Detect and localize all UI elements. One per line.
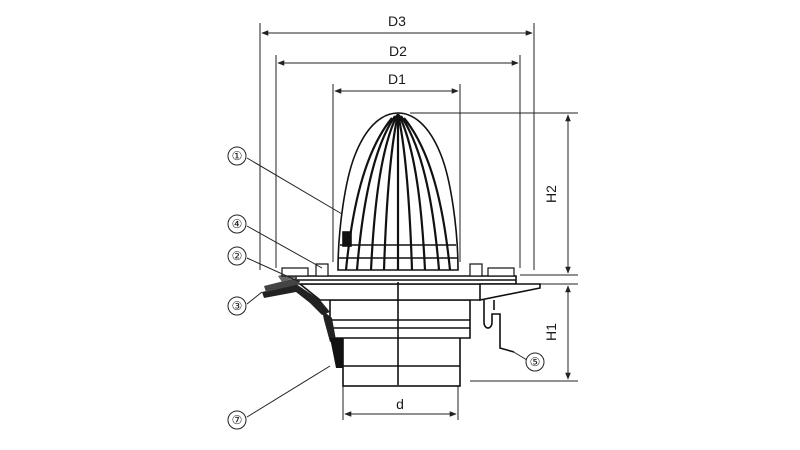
callout-1: ① xyxy=(227,146,247,166)
callout-7-label: ⑦ xyxy=(232,413,243,427)
callout-5: ⑤ xyxy=(525,352,545,372)
dim-label-d1: D1 xyxy=(388,71,406,87)
dim-label-d3: D3 xyxy=(388,13,406,29)
dim-label-d: d xyxy=(396,396,404,412)
callout-1-label: ① xyxy=(232,149,243,163)
extension-lines xyxy=(259,23,578,420)
dim-label-h1: H1 xyxy=(543,323,559,341)
callout-7: ⑦ xyxy=(227,410,247,430)
drain-body xyxy=(295,275,541,387)
dimension-lines xyxy=(261,30,571,417)
dim-label-h2: H2 xyxy=(543,185,559,203)
callout-5-label: ⑤ xyxy=(530,355,541,369)
callout-3: ③ xyxy=(227,296,247,316)
callout-3-label: ③ xyxy=(232,299,243,313)
dim-label-d2: D2 xyxy=(389,43,407,59)
clamp-bolts xyxy=(281,263,515,277)
leader-lines xyxy=(246,157,528,418)
callout-4-label: ④ xyxy=(232,217,243,231)
callout-2-label: ② xyxy=(232,249,243,263)
callout-4: ④ xyxy=(227,214,247,234)
side-fitting xyxy=(483,300,515,353)
dome-strainer xyxy=(337,112,459,271)
callout-2: ② xyxy=(227,246,247,266)
